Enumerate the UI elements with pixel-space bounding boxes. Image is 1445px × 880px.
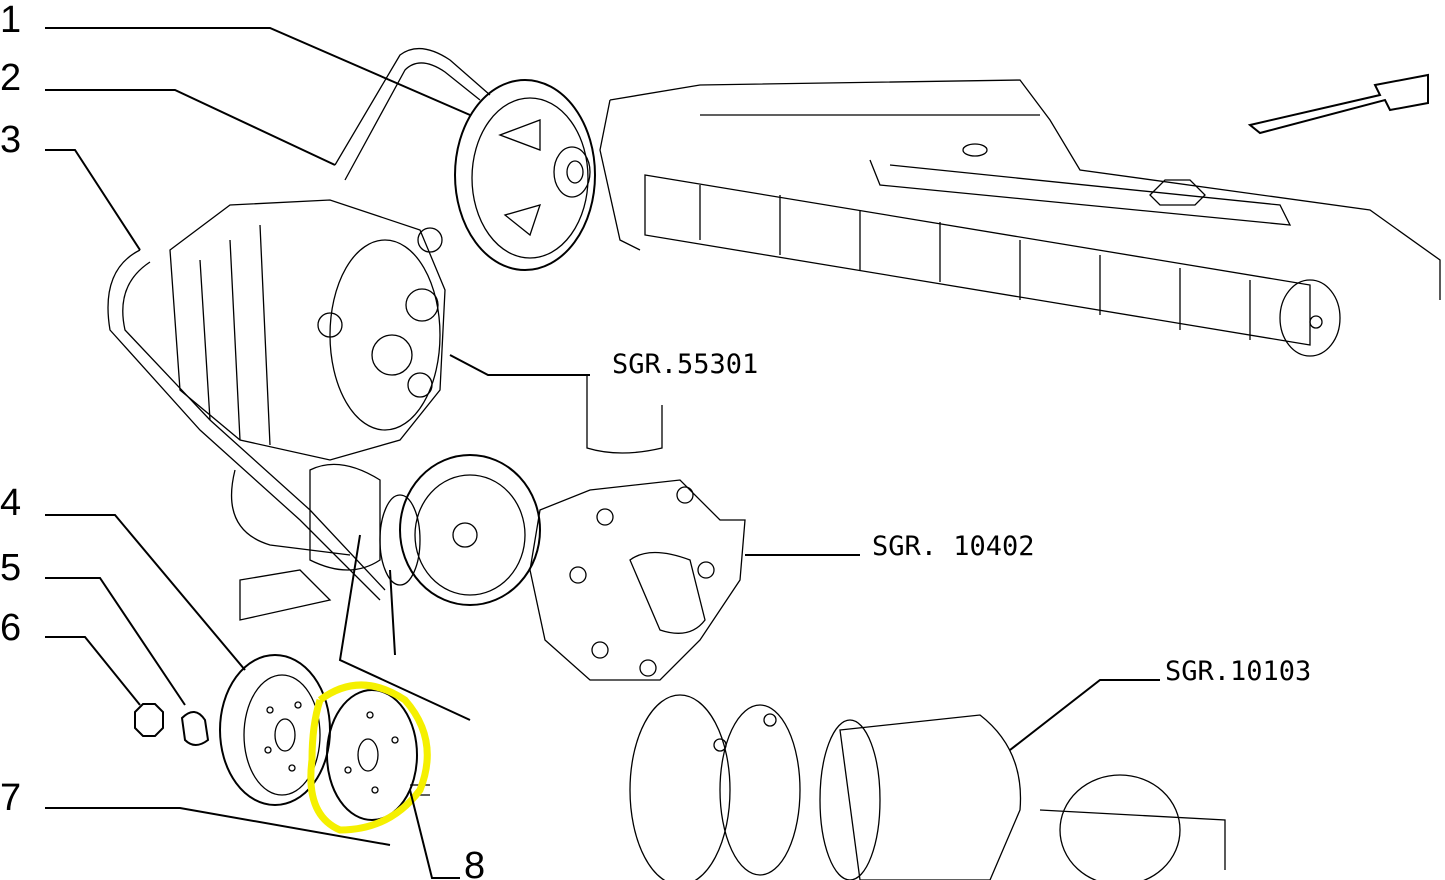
direction-arrow [1247,73,1429,135]
callout-8: 8 [464,845,485,880]
callout-6: 6 [0,607,21,649]
cylinder-head-drawing [599,79,1441,300]
water-pump-drawing [239,454,746,681]
ref-sgr-10402: SGR. 10402 [872,531,1035,562]
crankshaft-drawing [629,694,1226,880]
power-steering-pulley [454,79,596,271]
washer-icon [180,711,210,746]
highlight-circle [307,681,431,834]
nut-icon [134,703,164,737]
drive-belts [107,48,491,601]
alternator-drawing [169,199,446,461]
ref-sgr-10103: SGR.10103 [1165,656,1311,687]
leader-lines [45,27,1160,879]
hub-plate-drawing [326,689,430,821]
callout-3: 3 [0,119,21,161]
callout-7: 7 [0,777,21,819]
camshaft-drawing [644,174,1341,357]
pointer-lines [338,534,471,721]
oil-filter-outline [586,375,663,454]
ref-sgr-55301: SGR.55301 [612,349,758,380]
callout-1: 1 [0,0,21,41]
callout-5: 5 [0,547,21,589]
callout-4: 4 [0,482,21,524]
callout-2: 2 [0,57,21,99]
